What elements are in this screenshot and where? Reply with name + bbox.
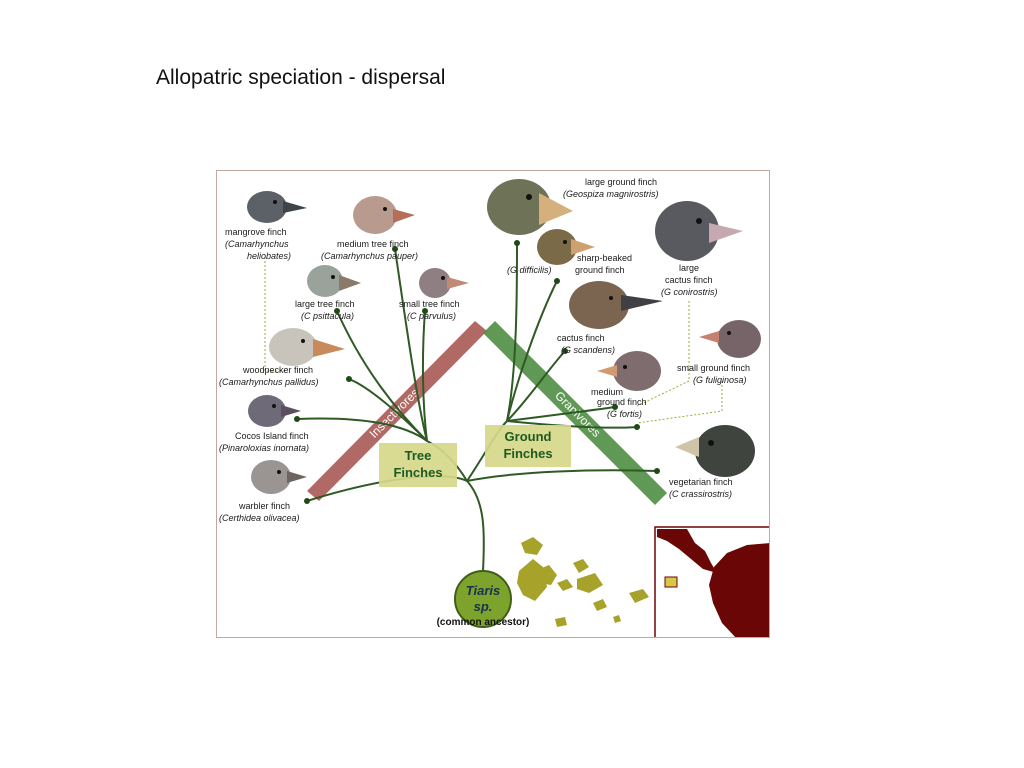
finch-heads xyxy=(247,179,761,494)
island xyxy=(521,537,543,555)
island xyxy=(555,617,567,627)
south-america-landmass xyxy=(709,543,769,637)
label-small-tree-finch: small tree finch xyxy=(399,299,460,309)
small-ground-finch-bird-icon xyxy=(699,320,761,358)
label-cactus-finch: cactus finch xyxy=(557,333,605,343)
island xyxy=(573,559,589,573)
svg-text:(G difficilis): (G difficilis) xyxy=(507,265,552,275)
svg-text:cactus finch: cactus finch xyxy=(665,275,713,285)
branch-medium-tree xyxy=(394,248,428,442)
svg-text:ground finch: ground finch xyxy=(575,265,625,275)
branch-cactus xyxy=(506,350,566,422)
svg-text:Tiaris: Tiaris xyxy=(466,583,500,598)
medium-ground-finch-bird-icon xyxy=(597,351,661,391)
island xyxy=(577,573,603,593)
label-mangrove-finch: mangrove finch xyxy=(225,227,287,237)
svg-text:(Pinaroloxias inornata): (Pinaroloxias inornata) xyxy=(219,443,309,453)
svg-text:(G fortis): (G fortis) xyxy=(607,409,642,419)
large-tree-finch-bird-icon xyxy=(307,265,361,297)
ancestor-label: (common ancestor) xyxy=(437,617,530,628)
label-woodpecker-finch: woodpecker finch xyxy=(242,365,313,375)
dotted-small-ground xyxy=(636,381,723,424)
svg-text:(G conirostris): (G conirostris) xyxy=(661,287,718,297)
medium-tree-finch-bird-icon xyxy=(353,196,415,234)
svg-text:sp.: sp. xyxy=(474,599,493,614)
finch-phylogeny-figure: Insectivores Granivores Tr xyxy=(216,170,770,638)
cocos-finch-bird-icon xyxy=(248,395,301,427)
slide-title: Allopatric speciation - dispersal xyxy=(156,66,446,89)
mangrove-finch-bird-icon xyxy=(247,191,307,223)
island xyxy=(629,589,649,603)
svg-text:(C psittacula): (C psittacula) xyxy=(301,311,354,321)
svg-text:Finches: Finches xyxy=(503,446,552,461)
large-cactus-finch-bird-icon xyxy=(655,201,743,261)
label-medium-tree-finch: medium tree finch xyxy=(337,239,409,249)
dotted-mangrove xyxy=(264,257,287,372)
island xyxy=(613,615,621,623)
svg-text:ground finch: ground finch xyxy=(597,397,647,407)
finch-labels: mangrove finch (Camarhynchus heliobates)… xyxy=(219,177,750,523)
svg-text:(Camarhynchus pauper): (Camarhynchus pauper) xyxy=(321,251,418,261)
svg-text:(Geospiza magnirostris): (Geospiza magnirostris) xyxy=(563,189,659,199)
branch-cocos xyxy=(296,417,428,442)
label-large-tree-finch: large tree finch xyxy=(295,299,355,309)
ground-finches-box: Ground Finches xyxy=(485,425,571,467)
svg-text:(Camarhynchus pallidus): (Camarhynchus pallidus) xyxy=(219,377,319,387)
svg-text:heliobates): heliobates) xyxy=(247,251,291,261)
branch-large-ground xyxy=(506,242,518,422)
map-dotted-lines xyxy=(264,257,723,424)
branch-medium-ground xyxy=(506,406,616,422)
vegetarian-finch-bird-icon xyxy=(675,425,755,477)
sharp-beaked-finch-bird-icon xyxy=(537,229,595,265)
cactus-finch-bird-icon xyxy=(569,281,663,329)
branch-small-tree xyxy=(421,310,428,442)
tree-finches-box: Tree Finches xyxy=(379,443,457,487)
common-ancestor: Tiaris sp. (common ancestor) xyxy=(437,570,530,628)
label-large-ground-finch: large ground finch xyxy=(585,177,657,187)
svg-text:(G scandens): (G scandens) xyxy=(561,345,615,355)
label-small-ground-finch: small ground finch xyxy=(677,363,750,373)
branch-vegetarian xyxy=(466,469,658,482)
branch-small-ground xyxy=(506,420,638,429)
label-large-cactus-finch: large xyxy=(679,263,699,273)
island xyxy=(557,579,573,591)
svg-text:Ground: Ground xyxy=(505,429,552,444)
label-medium-ground-finch: medium xyxy=(591,387,623,397)
galapagos-marker xyxy=(664,576,678,588)
label-cocos-island-finch: Cocos Island finch xyxy=(235,431,309,441)
label-vegetarian-finch: vegetarian finch xyxy=(669,477,733,487)
small-tree-finch-bird-icon xyxy=(419,268,469,298)
finch-phylogeny-diagram: Insectivores Granivores Tr xyxy=(219,177,769,637)
trunk-branch xyxy=(466,480,485,572)
island xyxy=(593,599,607,611)
galapagos-islands xyxy=(517,537,649,627)
svg-text:(Certhidea olivacea): (Certhidea olivacea) xyxy=(219,513,300,523)
map-inset xyxy=(654,526,769,637)
svg-text:Tree: Tree xyxy=(405,448,432,463)
branch-nodes xyxy=(294,240,660,504)
warbler-finch-bird-icon xyxy=(251,460,307,494)
svg-text:(C parvulus): (C parvulus) xyxy=(407,311,456,321)
svg-text:(G fuliginosa): (G fuliginosa) xyxy=(693,375,747,385)
branch-sharp-beaked xyxy=(506,280,558,422)
branch-large-tree xyxy=(336,310,428,442)
svg-text:(Camarhynchus: (Camarhynchus xyxy=(225,239,289,249)
central-america-landmass xyxy=(657,529,717,573)
large-ground-finch-bird-icon xyxy=(487,179,573,235)
label-sharp-beaked-finch: sharp-beaked xyxy=(577,253,632,263)
woodpecker-finch-bird-icon xyxy=(269,328,345,366)
dotted-large-cactus xyxy=(636,301,690,407)
island xyxy=(535,565,557,585)
label-warbler-finch: warbler finch xyxy=(238,501,290,511)
svg-text:Finches: Finches xyxy=(393,465,442,480)
svg-text:(C crassirostris): (C crassirostris) xyxy=(669,489,732,499)
